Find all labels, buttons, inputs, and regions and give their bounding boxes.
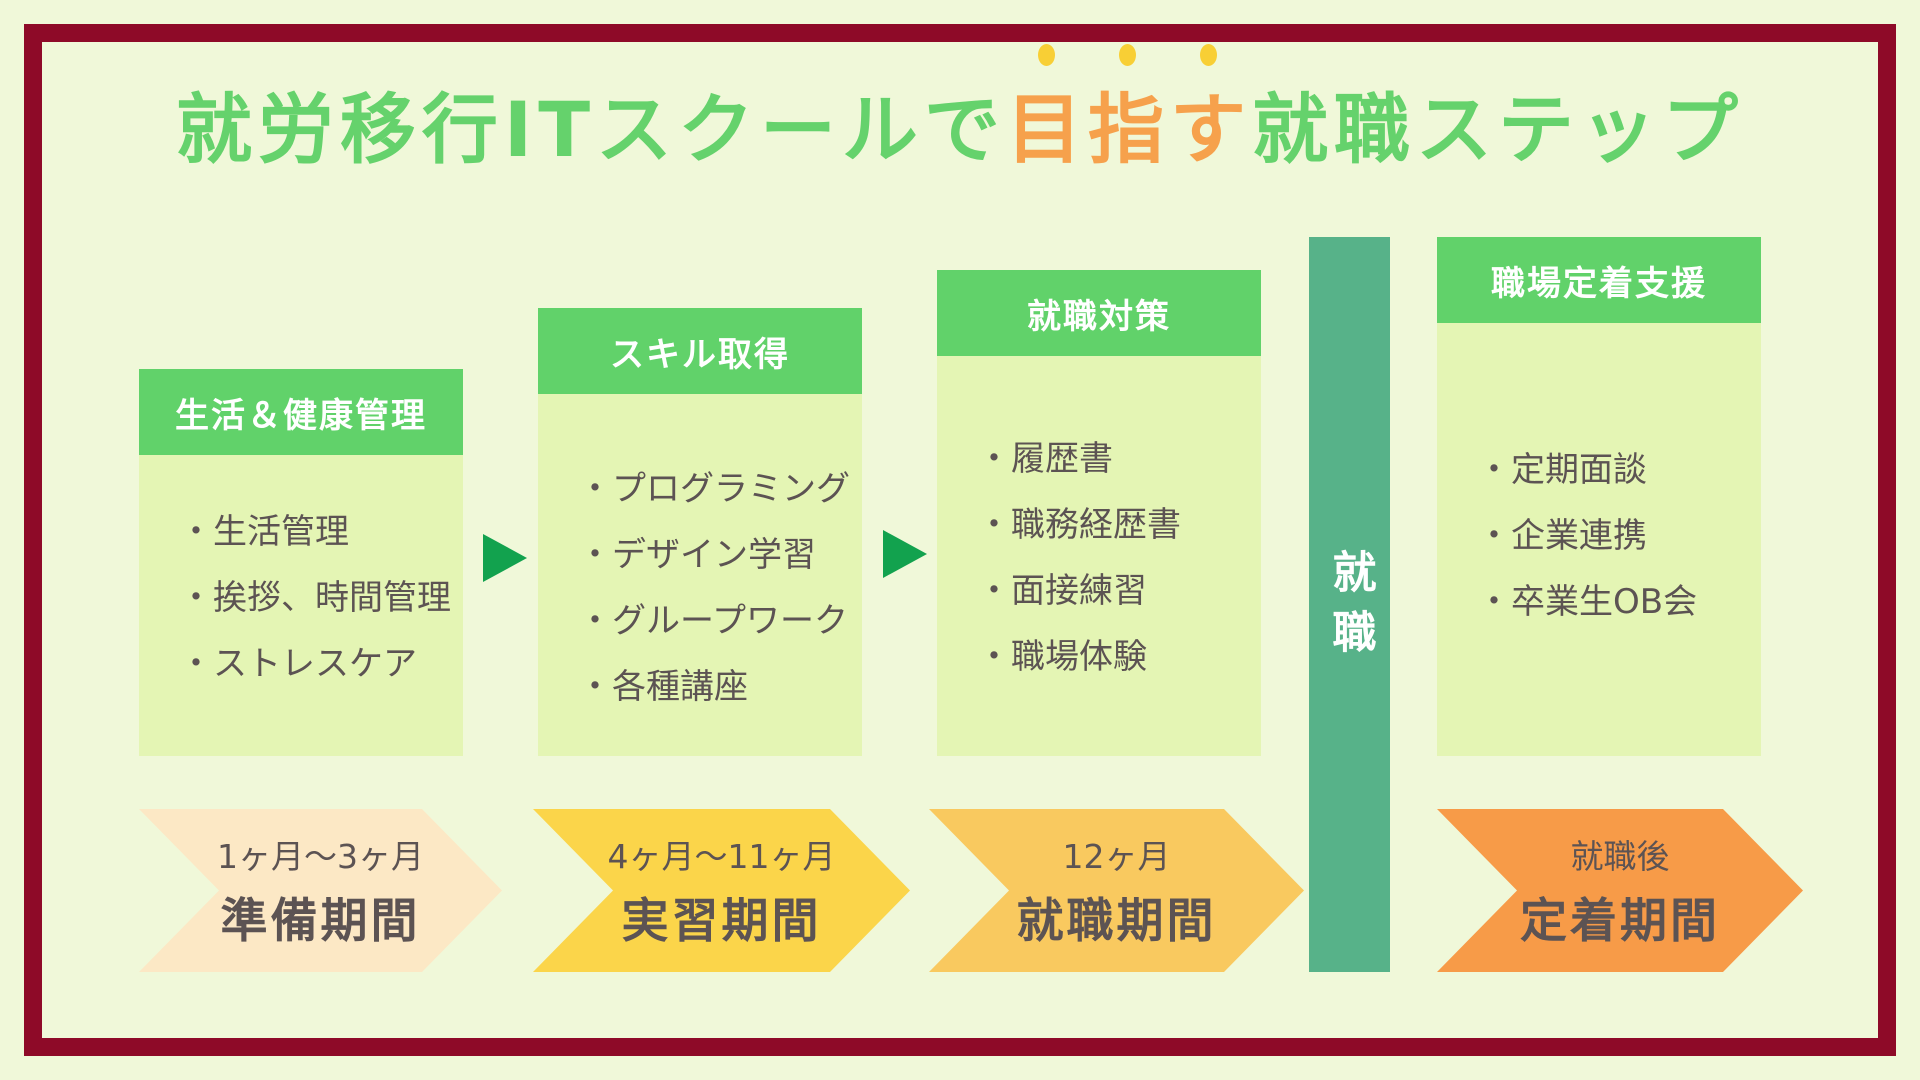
list-item: ・挨拶、時間管理 [179,578,451,618]
column-skills: スキル取得 ・プログラミング ・デザイン学習 ・グループワーク ・各種講座 [538,308,862,756]
title-prefix: 就労移行ITスクールで [175,85,1007,174]
accent-dot-icon [1038,44,1056,66]
list-item: ・職務経歴書 [977,505,1181,545]
column-header: スキル取得 [538,308,862,394]
phase-name: 定着期間 [1520,894,1720,949]
phase-name: 実習期間 [621,894,822,949]
column-body: ・履歴書 ・職務経歴書 ・面接練習 ・職場体験 [937,356,1261,756]
page-title: 就労移行ITスクールで目指す就職ステップ [0,44,1920,178]
phase-duration: 1ヶ月〜3ヶ月 [217,837,424,876]
phase-duration: 4ヶ月〜11ヶ月 [607,837,836,876]
title-accent: 目指す [1006,44,1253,178]
list-item: ・グループワーク [578,601,848,641]
column-body: ・プログラミング ・デザイン学習 ・グループワーク ・各種講座 [538,394,862,756]
column-header: 就職対策 [937,270,1261,356]
list-item: ・職場体験 [977,637,1147,677]
list-item: ・履歴書 [977,439,1113,479]
employment-label: 就職 [1324,548,1376,669]
arrow-right-icon [883,530,927,578]
column-job-hunting: 就職対策 ・履歴書 ・職務経歴書 ・面接練習 ・職場体験 [937,270,1261,756]
list-item: ・ストレスケア [179,644,417,684]
list-item: ・デザイン学習 [578,535,816,575]
list-item: ・企業連携 [1477,516,1647,556]
accent-dot-icon [1200,44,1218,66]
column-body: ・生活管理 ・挨拶、時間管理 ・ストレスケア [139,455,463,756]
list-item: ・生活管理 [179,512,349,552]
accent-dot-icon [1119,44,1137,66]
phase-duration: 12ヶ月 [1062,837,1171,876]
title-suffix: 就職ステップ [1252,85,1745,174]
phase-name: 就職期間 [1016,894,1217,949]
phase-preparation-chevron: 1ヶ月〜3ヶ月 準備期間 [139,809,502,972]
column-body: ・定期面談 ・企業連携 ・卒業生OB会 [1437,323,1761,756]
column-header: 生活＆健康管理 [139,369,463,455]
list-item: ・定期面談 [1477,450,1647,490]
border-frame [24,24,1896,1056]
employment-bar: 就職 [1309,237,1390,972]
phase-name: 準備期間 [220,894,421,949]
list-item: ・面接練習 [977,571,1147,611]
title-accent-text: 目指す [1006,85,1253,174]
arrow-right-icon [483,534,527,582]
phase-duration: 就職後 [1570,837,1670,876]
column-life-health: 生活＆健康管理 ・生活管理 ・挨拶、時間管理 ・ストレスケア [139,369,463,756]
list-item: ・プログラミング [578,469,850,509]
column-header: 職場定着支援 [1437,237,1761,323]
column-retention-support: 職場定着支援 ・定期面談 ・企業連携 ・卒業生OB会 [1437,237,1761,756]
list-item: ・各種講座 [578,667,748,707]
list-item: ・卒業生OB会 [1477,582,1698,622]
